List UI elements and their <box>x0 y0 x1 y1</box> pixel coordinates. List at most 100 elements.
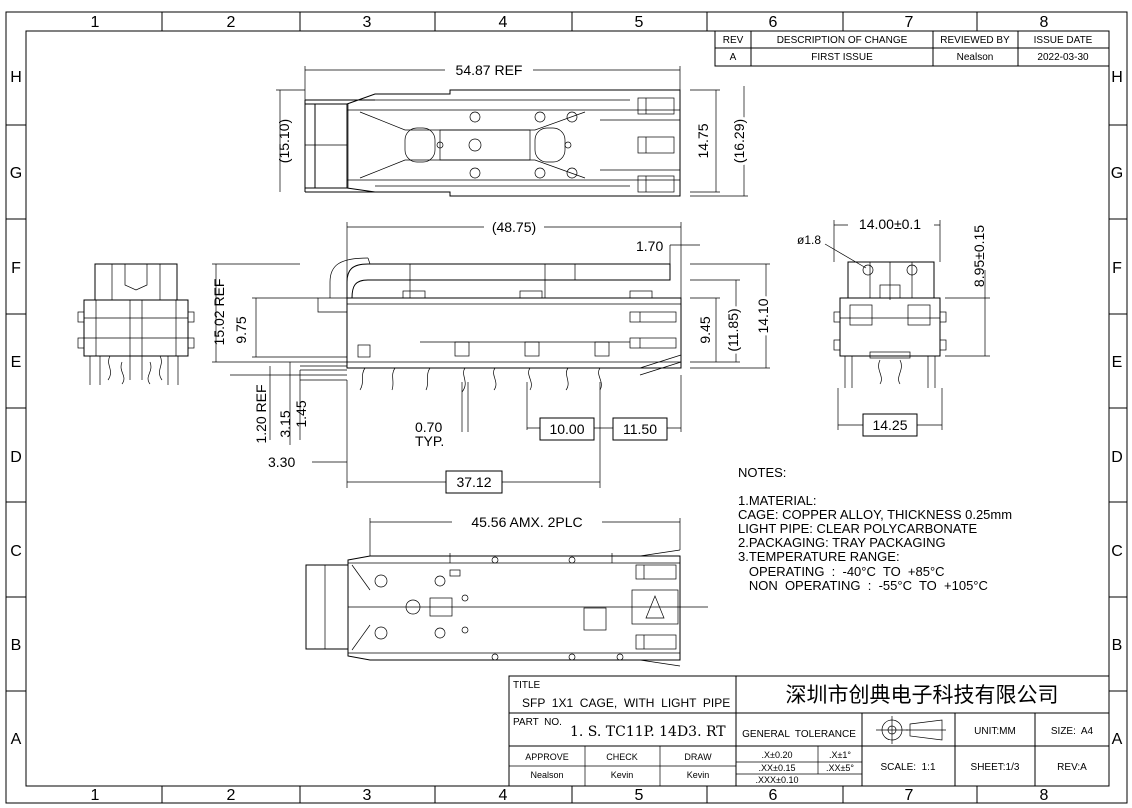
dim-1-45: 1.45 <box>293 400 309 427</box>
dim-1-70: 1.70 <box>636 238 663 254</box>
col-label: 6 <box>769 14 778 31</box>
draw-name: Kevin <box>687 770 710 780</box>
row-labels: H G F E D C B A H G F E D C B A <box>10 69 1123 748</box>
general-tolerance: GENERAL TOLERANCE <box>742 729 856 740</box>
col-label-bottom: 2 <box>227 787 236 804</box>
size: SIZE: A4 <box>1051 726 1094 737</box>
note-line: 1.MATERIAL: <box>738 493 817 508</box>
col-label-bottom: 8 <box>1040 787 1049 804</box>
tol-angle-1: .X±1° <box>829 750 851 760</box>
dim-14-10: 14.10 <box>755 298 771 333</box>
revision: REV:A <box>1057 762 1087 773</box>
tol-xx: .XX±0.15 <box>759 763 796 773</box>
dim-1-20: 1.20 REF <box>253 384 269 443</box>
issue-date-value: 2022-03-30 <box>1037 52 1089 63</box>
row-label-right: A <box>1112 731 1123 748</box>
side-view <box>230 257 682 393</box>
note-line: NON OPERATING : -55°C TO +105°C <box>738 578 988 593</box>
note-line: 3.TEMPERATURE RANGE: <box>738 549 900 564</box>
row-label: C <box>10 543 22 560</box>
notes-heading: NOTES: <box>738 465 786 480</box>
dim-14-25: 14.25 <box>872 417 907 433</box>
dim-10-00: 10.00 <box>549 421 584 437</box>
dim-3-15: 3.15 <box>277 410 293 437</box>
col-label-bottom: 7 <box>905 787 914 804</box>
check-label: CHECK <box>606 752 638 762</box>
dim-14-75: 14.75 <box>695 123 711 158</box>
note-line: 2.PACKAGING: TRAY PACKAGING <box>738 535 946 550</box>
dim-48-75: (48.75) <box>492 219 536 235</box>
part-number: 1. S. TC11P. 14D3. RT <box>570 724 726 740</box>
dim-16-29: (16.29) <box>731 119 747 163</box>
dim-11-85: (11.85) <box>725 308 741 351</box>
approve-label: APPROVE <box>525 752 569 762</box>
col-label: 1 <box>91 14 100 31</box>
company-name: 深圳市创典电子科技有限公司 <box>786 683 1059 707</box>
dim-9-45: 9.45 <box>697 316 713 343</box>
dim-54-87: 54.87 REF <box>456 62 523 78</box>
dim-hole: ø1.8 <box>797 233 821 247</box>
col-label-bottom: 4 <box>499 787 508 804</box>
description-header: DESCRIPTION OF CHANGE <box>777 35 908 46</box>
col-label-bottom: 1 <box>91 787 100 804</box>
row-label-right: E <box>1112 354 1123 371</box>
row-label: B <box>11 637 22 654</box>
dim-45-56: 45.56 AMX. 2PLC <box>471 514 582 530</box>
end-view <box>833 261 947 388</box>
col-label-bottom: 6 <box>769 787 778 804</box>
reviewed-by-header: REVIEWED BY <box>940 35 1010 46</box>
end-view-dimensions: 14.00±0.1 ø1.8 8.95±0.15 14.25 <box>797 216 990 437</box>
column-labels: 1 2 3 4 5 6 7 8 1 2 3 4 5 6 7 8 <box>91 14 1049 804</box>
bottom-view <box>305 549 708 667</box>
col-label: 8 <box>1040 14 1049 31</box>
row-label-right: G <box>1111 165 1123 182</box>
dim-37-12: 37.12 <box>456 474 491 490</box>
col-label: 7 <box>905 14 914 31</box>
col-label: 5 <box>635 14 644 31</box>
dim-9-75: 9.75 <box>233 316 249 343</box>
top-view <box>304 89 681 197</box>
dim-14-00: 14.00±0.1 <box>859 216 921 232</box>
note-line: LIGHT PIPE: CLEAR POLYCARBONATE <box>738 521 977 536</box>
dim-8-95: 8.95±0.15 <box>971 225 987 287</box>
col-label: 2 <box>227 14 236 31</box>
col-label: 3 <box>363 14 372 31</box>
side-view-dimensions: (48.75) 1.70 15.02 REF 9.75 9.45 (11.85)… <box>211 219 774 494</box>
notes: NOTES: 1.MATERIAL: CAGE: COPPER ALLOY, T… <box>738 465 1012 593</box>
reviewed-by-value: Nealson <box>957 52 994 63</box>
scale: SCALE: 1:1 <box>880 762 935 773</box>
projection-symbol-icon <box>876 716 946 744</box>
col-label-bottom: 3 <box>363 787 372 804</box>
title-label: TITLE <box>513 680 541 691</box>
revision-table: REV DESCRIPTION OF CHANGE REVIEWED BY IS… <box>714 30 1110 67</box>
issue-date-header: ISSUE DATE <box>1034 35 1093 46</box>
rev-header: REV <box>723 35 744 46</box>
title-block <box>508 675 1110 787</box>
note-line: OPERATING : -40°C TO +85°C <box>738 564 945 579</box>
row-label-right: H <box>1111 69 1123 86</box>
row-label-right: C <box>1111 543 1123 560</box>
col-label: 4 <box>499 14 508 31</box>
dim-15-02: 15.02 REF <box>211 279 227 346</box>
row-label: G <box>10 165 22 182</box>
row-label: D <box>10 449 22 466</box>
row-label-right: F <box>1112 260 1122 277</box>
bottom-view-dimensions: 45.56 AMX. 2PLC <box>369 514 681 556</box>
rev-value: A <box>730 52 737 63</box>
tol-angle-2: .XX±5° <box>826 763 854 773</box>
tol-xxx: .XXX±0.10 <box>756 775 799 785</box>
part-no-label: PART NO. <box>513 717 562 728</box>
dim-0-70: 0.70 <box>415 419 442 435</box>
row-label: H <box>10 69 22 86</box>
description-value: FIRST ISSUE <box>811 52 873 63</box>
draw-label: DRAW <box>684 752 712 762</box>
approve-name: Nealson <box>530 770 563 780</box>
title-block-text: TITLE SFP 1X1 CAGE, WITH LIGHT PIPE 深圳市创… <box>513 680 1094 785</box>
row-label: A <box>11 731 22 748</box>
row-label: F <box>11 260 21 277</box>
dim-typ: TYP. <box>415 433 444 449</box>
note-line: CAGE: COPPER ALLOY, THICKNESS 0.25mm <box>738 507 1012 522</box>
col-label-bottom: 5 <box>635 787 644 804</box>
dim-15-10: (15.10) <box>276 119 292 163</box>
